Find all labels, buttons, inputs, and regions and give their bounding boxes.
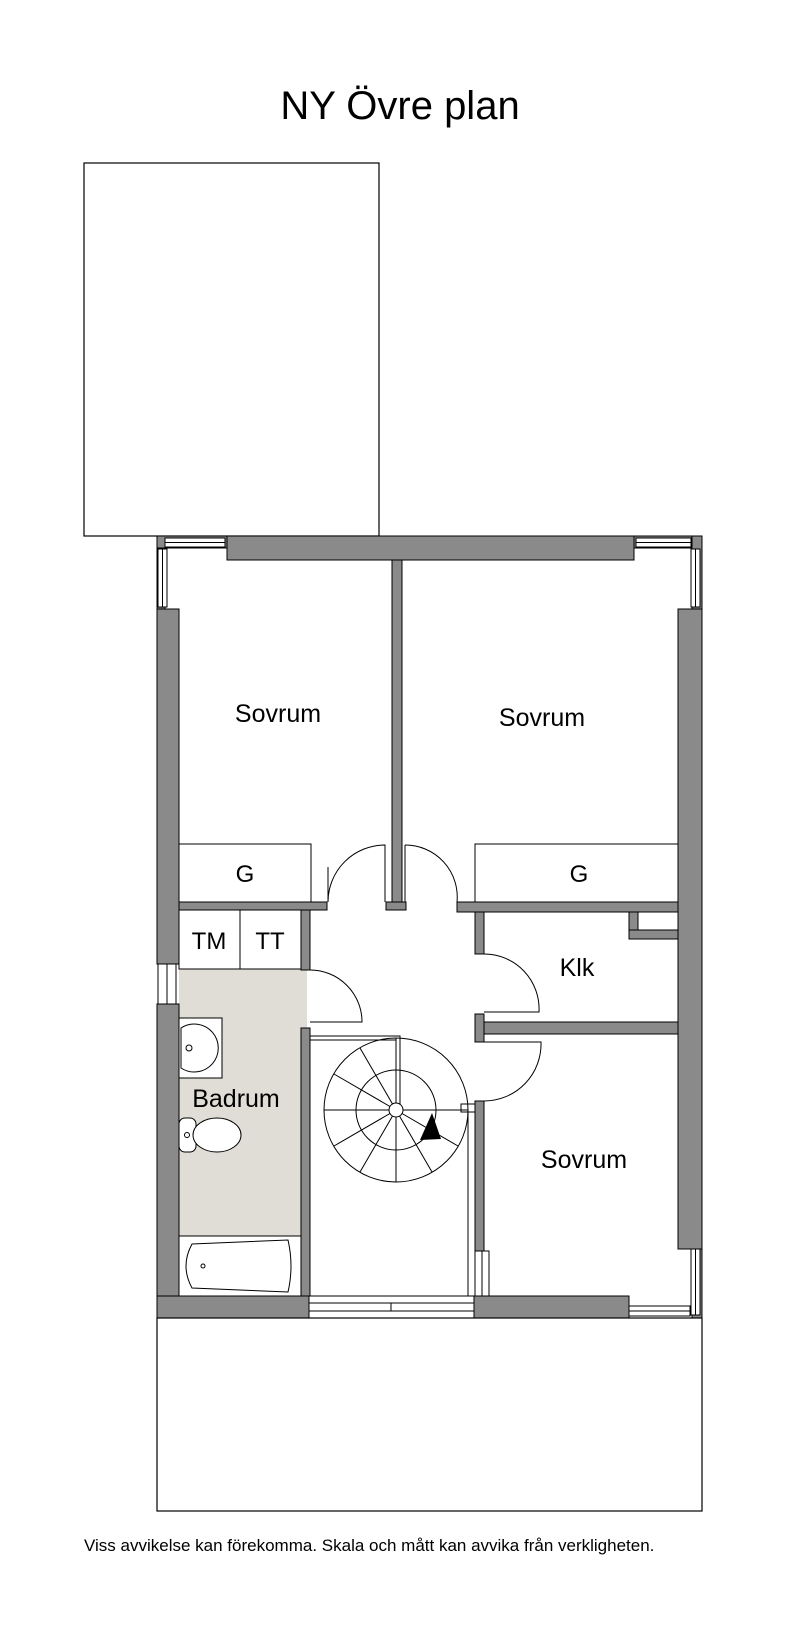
stair-direction-arrow [420, 1113, 441, 1140]
windows [157, 537, 701, 1319]
wardrobes [178, 843, 679, 903]
room-label-bathroom: Badrum [192, 1085, 280, 1113]
disclaimer-text: Viss avvikelse kan förekomma. Skala och … [84, 1536, 655, 1555]
room-label-bedroom-ne: Sovrum [499, 704, 585, 732]
room-label-closet: Klk [560, 954, 595, 982]
bathtub [178, 1235, 302, 1297]
page-title: NY Övre plan [280, 84, 520, 128]
room-label-bedroom-nw: Sovrum [235, 700, 321, 728]
toilet [178, 1117, 242, 1153]
room-label-bedroom-se: Sovrum [541, 1146, 627, 1174]
spiral-stair [310, 1035, 476, 1296]
terrace-outline [83, 162, 380, 537]
interior-walls [178, 559, 679, 1297]
sink [178, 1017, 223, 1079]
balcony-outline [156, 1317, 703, 1512]
bathroom-floor [179, 969, 307, 1237]
laundry-label-tm: TM [192, 928, 227, 955]
doors [309, 844, 542, 1102]
wardrobe-label-right: G [570, 861, 589, 888]
wardrobe-label-left: G [236, 861, 255, 888]
laundry-cabinets [178, 909, 302, 970]
outer-walls [156, 535, 703, 1319]
laundry-label-tt: TT [255, 928, 285, 955]
